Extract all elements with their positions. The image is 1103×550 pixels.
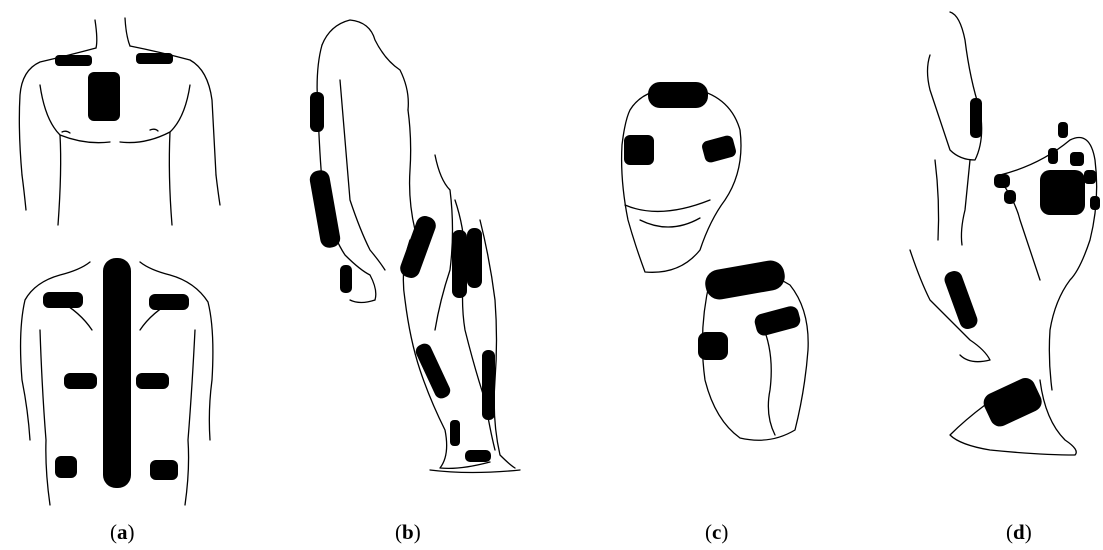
electrode-pad <box>1048 148 1058 164</box>
panel-d-hands-foot <box>890 0 1103 515</box>
electrode-pad <box>648 82 708 108</box>
electrode-pad <box>149 294 189 310</box>
electrode-pad <box>703 258 787 301</box>
panel-b-caption: (b) <box>395 520 421 545</box>
electrode-pad <box>88 72 120 121</box>
panel-c-head <box>600 60 840 460</box>
electrode-pad <box>340 265 352 293</box>
panel-a-caption: (a) <box>110 520 135 545</box>
electrode-pad <box>1004 190 1016 204</box>
electrode-pad <box>753 304 802 337</box>
chest-outline <box>19 18 220 225</box>
electrode-pad <box>136 53 173 64</box>
electrode-pad <box>64 373 97 389</box>
electrode-pad <box>450 420 460 446</box>
electrode-pad <box>413 341 452 400</box>
electrode-pad <box>1058 122 1068 138</box>
electrode-pad <box>1090 196 1100 210</box>
legs-outline <box>403 155 520 473</box>
panel-d-caption: (d) <box>1006 520 1032 545</box>
electrode-pad <box>43 292 83 308</box>
electrode-pad <box>136 373 169 389</box>
electrode-pad <box>624 135 654 165</box>
electrode-pad <box>55 55 92 66</box>
electrode-pad <box>465 450 491 462</box>
electrode-pad <box>482 350 495 420</box>
electrode-pad <box>701 134 738 164</box>
electrode-pad <box>1040 170 1085 215</box>
electrode-pad <box>310 92 324 132</box>
electrode-pad <box>698 332 728 360</box>
electrode-pad <box>970 98 982 138</box>
panel-c-caption: (c) <box>705 520 728 545</box>
electrode-pad <box>150 460 178 480</box>
foot-outline <box>910 250 1076 455</box>
electrode-pad <box>980 375 1045 430</box>
electrode-pad <box>398 214 439 281</box>
electrode-pad <box>55 456 77 478</box>
electrode-pad <box>308 169 341 249</box>
electrode-pad <box>1070 152 1084 166</box>
electrode-pad <box>1084 170 1096 184</box>
arm-torso-outline <box>317 20 415 303</box>
electrode-pad <box>467 228 482 288</box>
electrode-pad <box>942 269 979 332</box>
panel-b-limbs <box>290 0 550 515</box>
electrode-pad <box>103 258 131 488</box>
electrode-pad <box>994 174 1010 188</box>
panel-a-torso <box>0 0 260 515</box>
head-front-outline <box>622 88 741 273</box>
electrode-pad <box>452 230 467 298</box>
